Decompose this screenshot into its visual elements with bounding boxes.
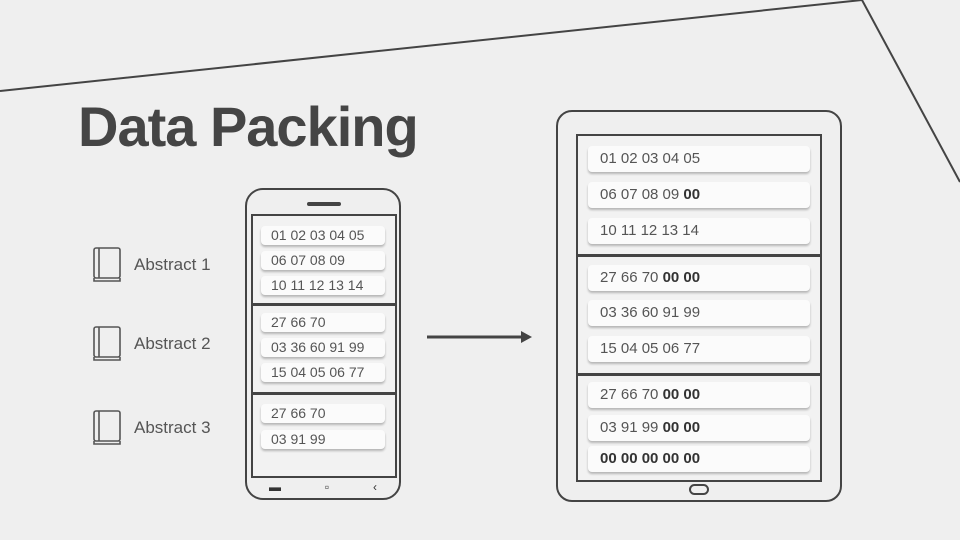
phone-nav-bar: ▬ ▫ ‹ — [247, 480, 399, 494]
phone-record: 03 91 99 — [261, 430, 385, 449]
tablet-record: 03 91 99 00 00 — [588, 415, 810, 441]
tablet-record: 10 11 12 13 14 — [588, 218, 810, 244]
back-icon[interactable]: ‹ — [373, 480, 378, 494]
group-divider — [578, 373, 820, 376]
record-padding: 00 00 — [662, 269, 701, 286]
abstract-item-2: Abstract 2 — [92, 324, 211, 364]
record-text: 03 91 99 — [600, 419, 659, 436]
phone-record: 27 66 70 — [261, 404, 385, 423]
tablet-record: 27 66 70 00 00 — [588, 382, 810, 408]
tablet-record: 01 02 03 04 05 — [588, 146, 810, 172]
abstract-label: Abstract 1 — [134, 255, 211, 274]
background-line — [0, 0, 960, 183]
record-text: 01 02 03 04 05 — [600, 150, 701, 167]
tablet-record: 00 00 00 00 00 — [588, 446, 810, 472]
phone-record: 06 07 08 09 — [261, 251, 385, 270]
record-padding: 00 00 00 00 00 — [600, 450, 701, 467]
arrow-head-icon — [521, 331, 532, 343]
tablet-home-button[interactable] — [689, 484, 709, 495]
recent-apps-icon[interactable]: ▬ — [268, 480, 281, 494]
record-text: 15 04 05 06 77 — [600, 340, 701, 357]
record-padding: 00 — [683, 186, 701, 203]
phone-record: 27 66 70 — [261, 313, 385, 332]
record-text: 10 11 12 13 14 — [600, 222, 699, 239]
phone-record: 15 04 05 06 77 — [261, 363, 385, 382]
tablet-record: 06 07 08 09 00 — [588, 182, 810, 208]
page-title: Data Packing — [78, 95, 419, 158]
home-icon[interactable]: ▫ — [324, 480, 330, 494]
record-padding: 00 00 — [662, 419, 701, 436]
abstract-label: Abstract 3 — [134, 418, 211, 437]
tablet-record: 27 66 70 00 00 — [588, 265, 810, 291]
record-text: 27 66 70 — [600, 386, 659, 403]
record-text: 06 07 08 09 — [600, 186, 680, 203]
phone-device: 01 02 03 04 05 06 07 08 09 10 11 12 13 1… — [245, 188, 401, 500]
phone-screen: 01 02 03 04 05 06 07 08 09 10 11 12 13 1… — [251, 214, 397, 478]
record-text: 27 66 70 — [600, 269, 659, 286]
record-text: 03 36 60 91 99 — [600, 304, 701, 321]
phone-record: 03 36 60 91 99 — [261, 338, 385, 357]
tablet-record: 03 36 60 91 99 — [588, 300, 810, 326]
tablet-record: 15 04 05 06 77 — [588, 336, 810, 362]
book-icon — [93, 410, 121, 445]
tablet-device: 01 02 03 04 05 06 07 08 09 00 10 11 12 1… — [556, 110, 842, 502]
tablet-screen: 01 02 03 04 05 06 07 08 09 00 10 11 12 1… — [576, 134, 822, 482]
abstract-item-1: Abstract 1 — [92, 245, 211, 285]
phone-record: 10 11 12 13 14 — [261, 276, 385, 295]
group-divider — [578, 254, 820, 257]
book-icon — [93, 326, 121, 361]
abstract-label: Abstract 2 — [134, 334, 211, 353]
phone-record: 01 02 03 04 05 — [261, 226, 385, 245]
phone-speaker — [307, 202, 341, 206]
group-divider — [253, 392, 395, 395]
book-icon — [93, 247, 121, 282]
abstract-item-3: Abstract 3 — [92, 408, 211, 448]
group-divider — [253, 303, 395, 306]
record-padding: 00 00 — [662, 386, 701, 403]
